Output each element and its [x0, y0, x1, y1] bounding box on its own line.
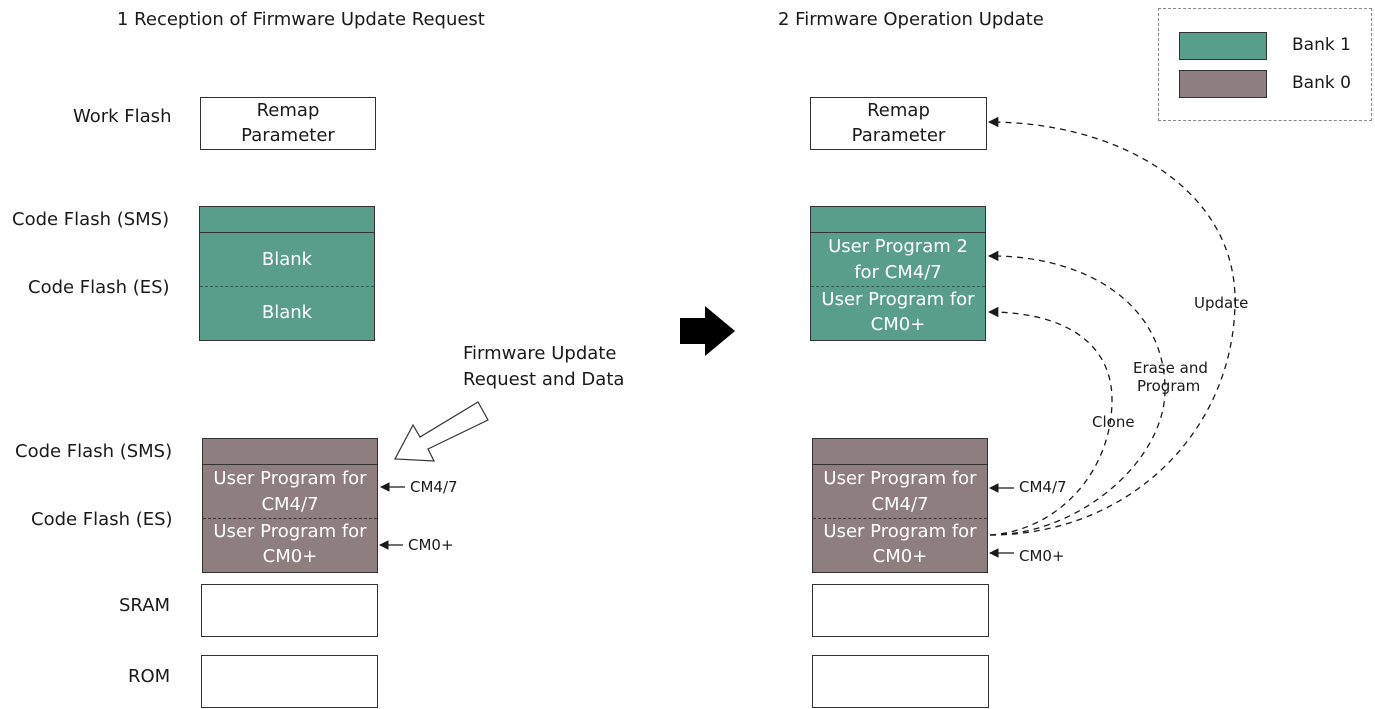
remap-parameter-block-left: Remap Parameter — [200, 97, 376, 150]
cm0-label-right: CM0+ — [1019, 547, 1065, 565]
remap-line2: Parameter — [241, 125, 335, 146]
up-cm47-line1-left: User Program for — [213, 468, 367, 489]
step1-title: 1 Reception of Firmware Update Request — [117, 9, 485, 30]
up2-line1: User Program 2 — [828, 236, 968, 257]
up-cm0-line2-left: CM0+ — [262, 546, 318, 567]
label-rom: ROM — [128, 666, 171, 687]
bank0-code-flash-left: User Program for CM4/7 User Program for … — [202, 438, 378, 573]
remap-line1: Remap — [256, 100, 320, 121]
label-code-flash-sms-bank0: Code Flash (SMS) — [15, 441, 173, 462]
erase-program-curve — [987, 250, 1166, 536]
legend-bank1-swatch — [1179, 32, 1267, 60]
remap-line2-right: Parameter — [851, 125, 946, 146]
up-cm0-line1-right: User Program for — [823, 521, 977, 542]
up-cm0-line1-left: User Program for — [213, 521, 367, 542]
rom-block-left — [201, 655, 378, 708]
up-cm47-line2-left: CM4/7 — [261, 494, 319, 515]
legend-bank0-swatch — [1179, 70, 1267, 98]
erase-label-line1: Erase and — [1133, 359, 1208, 377]
label-code-flash-sms-bank1: Code Flash (SMS) — [12, 209, 170, 230]
label-work-flash: Work Flash — [73, 106, 172, 127]
bank1-code-flash-left: Blank Blank — [199, 206, 375, 341]
label-code-flash-es-bank1: Code Flash (ES) — [28, 277, 170, 298]
up-cm0-line1-bank1: User Program for — [821, 289, 975, 310]
request-label-line2: Request and Data — [463, 369, 625, 390]
erase-label-line2: Program — [1137, 377, 1201, 395]
legend: Bank 1 Bank 0 — [1158, 8, 1372, 121]
label-code-flash-es-bank0: Code Flash (ES) — [31, 509, 173, 530]
cm47-label-left: CM4/7 — [410, 478, 458, 496]
up-cm47-line1-right: User Program for — [823, 468, 977, 489]
step2-title: 2 Firmware Operation Update — [778, 9, 1044, 30]
remap-line1-right: Remap — [867, 100, 930, 121]
legend-bank0-label: Bank 0 — [1292, 73, 1351, 93]
label-sram: SRAM — [119, 595, 171, 616]
bank0-code-flash-right: User Program for CM4/7 User Program for … — [812, 438, 988, 573]
update-curve — [987, 116, 1236, 536]
cm0-label-left: CM0+ — [408, 536, 454, 554]
legend-bank1-label: Bank 1 — [1292, 35, 1351, 55]
sram-block-right — [812, 584, 989, 637]
blank-es: Blank — [261, 302, 313, 323]
up2-line2: for CM4/7 — [854, 262, 942, 283]
rom-block-right — [812, 655, 989, 708]
request-arrow-icon — [394, 401, 489, 462]
up-cm47-line2-right: CM4/7 — [871, 494, 929, 515]
step-arrow-icon — [680, 306, 735, 356]
bank1-code-flash-right: User Program 2 for CM4/7 User Program fo… — [810, 206, 986, 341]
up-cm0-line2-right: CM0+ — [872, 546, 928, 567]
request-label-line1: Firmware Update — [463, 343, 617, 364]
cm47-label-right: CM4/7 — [1019, 478, 1067, 496]
clone-curve — [987, 306, 1113, 536]
remap-parameter-block-right: Remap Parameter — [810, 97, 987, 150]
blank-sms: Blank — [261, 249, 313, 270]
sram-block-left — [201, 584, 378, 637]
clone-label: Clone — [1092, 413, 1135, 431]
up-cm0-line2-bank1: CM0+ — [870, 314, 926, 335]
